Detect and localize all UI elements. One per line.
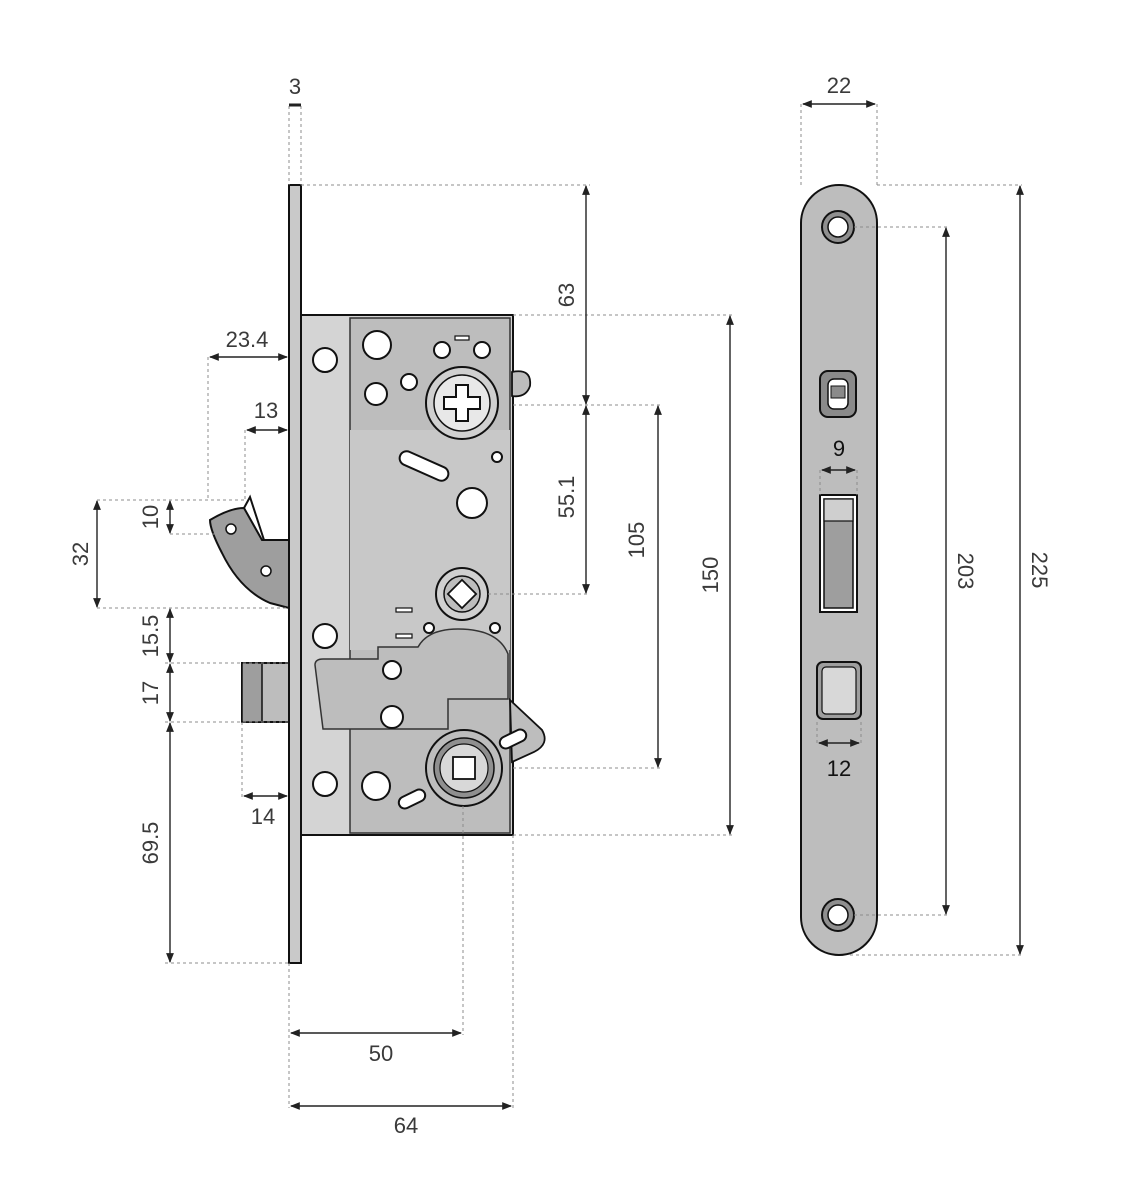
dim-hook-offset: 10: [138, 505, 163, 529]
dim-cylinder-to-spindle: 105: [624, 522, 649, 559]
dim-backset: 50: [369, 1041, 393, 1066]
cross-cam-icon: [443, 384, 481, 422]
dim-case-depth: 64: [394, 1113, 418, 1138]
dim-faceplate-length: 225: [1027, 552, 1052, 589]
faceplate-side: [288, 184, 302, 964]
faceplate-front-view: [800, 184, 878, 956]
dim-latch-projection: 14: [251, 804, 275, 829]
dim-top-to-case: 63: [554, 283, 579, 307]
dimension-labels: 3 23.4 13 10 32 15.5 17 69.5 14 63 55.1 …: [68, 73, 1052, 1138]
case-cam-lug: [509, 697, 546, 764]
dim-hook-projection: 23.4: [226, 327, 269, 352]
upper-slot: [398, 450, 450, 482]
case-holes: [312, 330, 503, 801]
dim-hook-latch-gap: 15.5: [138, 615, 163, 658]
follower-square-icon: [452, 756, 476, 780]
dim-hook-height: 32: [68, 542, 93, 566]
dim-latch-to-bottom: 69.5: [138, 822, 163, 865]
dim-faceplate-thickness: 3: [289, 74, 301, 99]
hook-bolt: [208, 506, 290, 610]
case-lug: [511, 370, 532, 398]
lock-side-view: [208, 184, 546, 964]
lower-slot-left: [397, 788, 427, 810]
dim-latch-width: 12: [827, 756, 851, 781]
case-lower-block: [314, 628, 509, 730]
extension-lines: [97, 104, 1022, 1108]
spindle-square-icon: [446, 578, 478, 610]
dim-spindle-offset: 55.1: [554, 476, 579, 519]
dim-hook-slot-width: 9: [833, 436, 845, 461]
dim-screw-centers: 203: [953, 553, 978, 590]
dimension-arrows: [93, 100, 1024, 1110]
lower-slot-right: [498, 728, 528, 750]
dim-latch-height: 17: [138, 681, 163, 705]
dim-case-height: 150: [698, 557, 723, 594]
dim-faceplate-width: 22: [827, 73, 851, 98]
dim-deadbolt-lip: 13: [254, 398, 278, 423]
